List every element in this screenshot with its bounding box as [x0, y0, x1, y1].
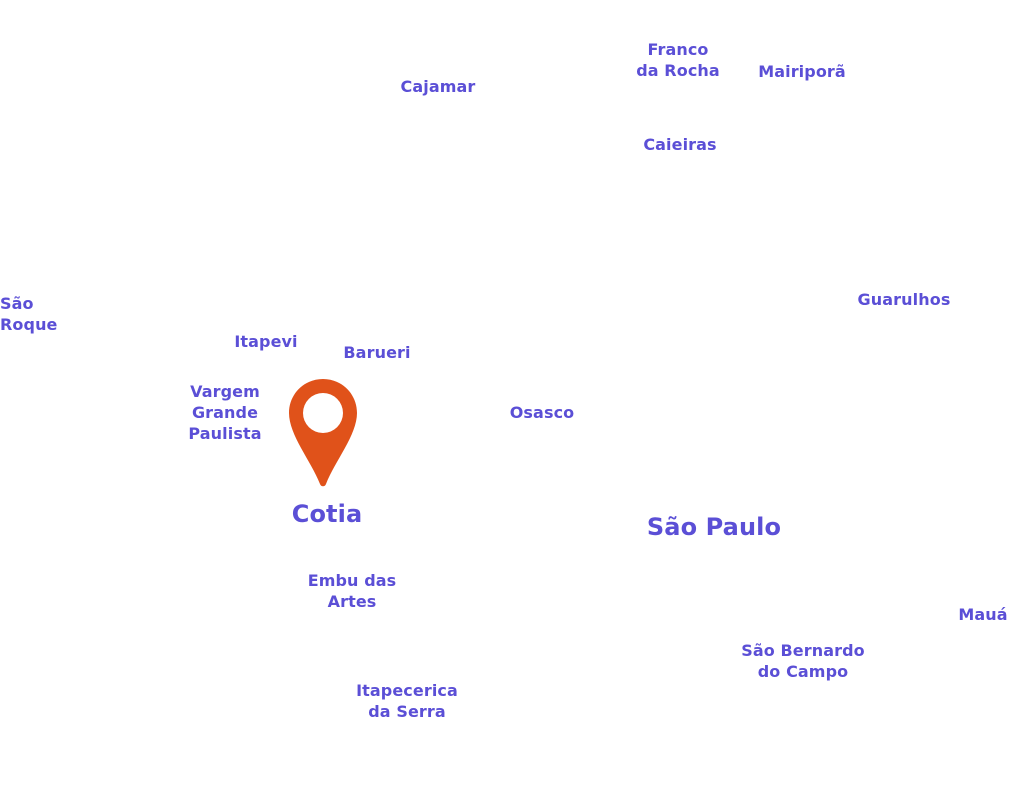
city-label-sao-bernardo-do-campo[interactable]: São Bernardo do Campo [741, 641, 865, 681]
city-label-osasco[interactable]: Osasco [509, 403, 575, 422]
city-label-itapecerica-da-serra[interactable]: Itapecerica da Serra [356, 681, 458, 721]
location-pin-icon[interactable] [287, 377, 359, 489]
city-label-cotia[interactable]: Cotia [291, 500, 363, 528]
city-label-franco-da-rocha[interactable]: Franco da Rocha [636, 40, 720, 80]
city-label-embu-das-artes[interactable]: Embu das Artes [307, 571, 397, 611]
city-label-sao-paulo[interactable]: São Paulo [646, 513, 782, 541]
city-label-itapevi[interactable]: Itapevi [234, 332, 298, 351]
city-label-sao-roque[interactable]: São Roque [0, 294, 58, 334]
city-label-cajamar[interactable]: Cajamar [400, 77, 476, 96]
city-label-vargem-grande-paulista[interactable]: Vargem Grande Paulista [188, 382, 262, 443]
city-label-barueri[interactable]: Barueri [343, 343, 411, 362]
city-label-guarulhos[interactable]: Guarulhos [857, 290, 951, 309]
city-label-caieiras[interactable]: Caieiras [643, 135, 717, 154]
city-label-maua[interactable]: Mauá [958, 605, 1008, 624]
city-label-mairipora[interactable]: Mairiporã [758, 62, 846, 81]
